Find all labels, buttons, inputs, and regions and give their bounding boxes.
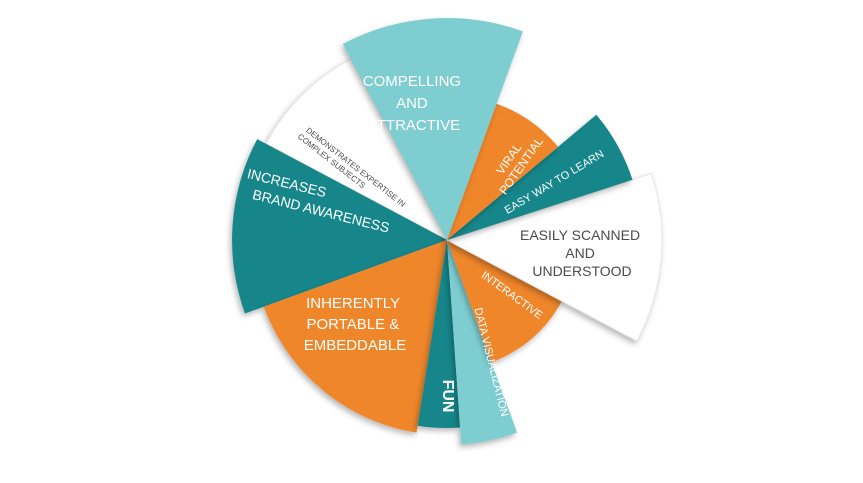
wedge-increases-brand-awareness [232,139,447,314]
wedge-fun [417,240,461,428]
wedge-compelling-attractive [342,18,523,241]
label-fun: FUN [439,380,456,413]
label-inherently-portable: INHERENTLY PORTABLE & EMBEDDABLE [304,295,407,354]
wedge-data-visualization [447,240,518,445]
wedge-easy-way-to-learn [447,114,633,240]
wedge-viral-potential [447,103,559,240]
wedges [232,18,663,445]
wedge-easily-scanned [445,172,663,342]
wedge-inherently-portable [263,240,447,433]
label-compelling: COMPELLING AND ATTRACTIVE [363,73,466,134]
label-easily-scanned: EASILY SCANNED AND UNDERSTOOD [520,227,644,279]
wedge-demonstrates-expertise [265,58,449,242]
